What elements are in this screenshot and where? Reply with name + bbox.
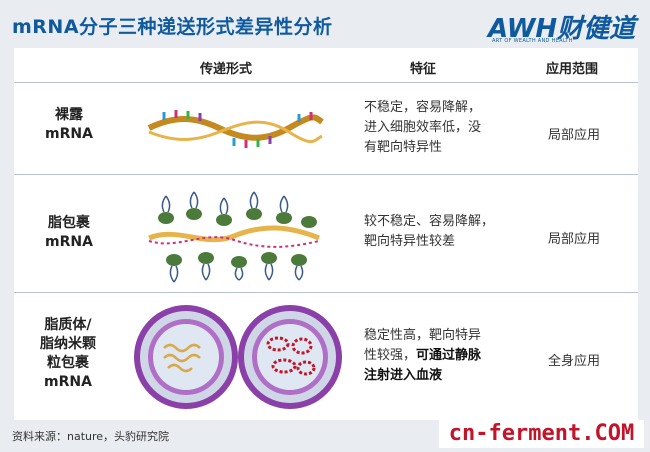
row-divider-1 bbox=[14, 174, 638, 175]
header-feature: 特征 bbox=[410, 62, 437, 77]
header-scope: 应用范围 bbox=[546, 62, 599, 77]
row-label-liposome: 脂质体/ 脂纳米颗 粒包裹 mRNA bbox=[40, 317, 96, 390]
logo-subtitle: ART OF WEALTH AND HEALTH bbox=[492, 38, 573, 44]
source-note: 资料来源：nature，头豹研究院 bbox=[12, 430, 170, 443]
row-feature-naked: 不稳定，容易降解， 进入细胞效率低，没 有靶向特异性 bbox=[364, 100, 482, 155]
row-scope-naked: 局部应用 bbox=[548, 128, 601, 143]
logo-text: AWH财健道 bbox=[488, 14, 636, 44]
liposome-right-icon bbox=[238, 305, 342, 409]
row-feature-liposome: 稳定性高，靶向特异 性较强，可通过静脉 注射进入血液 bbox=[364, 328, 482, 383]
watermark: cn-ferment.COM bbox=[439, 420, 644, 448]
row-feature-lipid-coated: 较不稳定、容易降解， 靶向特异性较差 bbox=[364, 214, 495, 249]
row-scope-lipid-coated: 局部应用 bbox=[548, 232, 601, 247]
row-scope-liposome: 全身应用 bbox=[548, 354, 601, 369]
table-header: 传递形式 特征 应用范围 bbox=[14, 48, 638, 80]
row-label-lipid-coated: 脂包裹 mRNA bbox=[45, 215, 93, 250]
lipid-coated-mrna-illustration bbox=[148, 191, 320, 283]
header-form: 传递形式 bbox=[200, 62, 253, 77]
row-label-naked: 裸露 mRNA bbox=[45, 107, 93, 142]
comparison-table: 传递形式 特征 应用范围 裸露 mRNA 不稳定，容易降解， 进入细胞效率低，没… bbox=[14, 48, 638, 420]
page-title: mRNA分子三种递送形式差异性分析 bbox=[12, 16, 333, 38]
liposome-illustration bbox=[134, 305, 342, 409]
liposome-left-icon bbox=[134, 305, 238, 409]
naked-mrna-illustration bbox=[147, 110, 324, 148]
row-divider-2 bbox=[14, 292, 638, 293]
brand-logo: AWH财健道 ART OF WEALTH AND HEALTH bbox=[488, 8, 638, 48]
header-divider bbox=[14, 82, 638, 83]
feature-highlight: 可通过静脉 bbox=[416, 348, 482, 363]
